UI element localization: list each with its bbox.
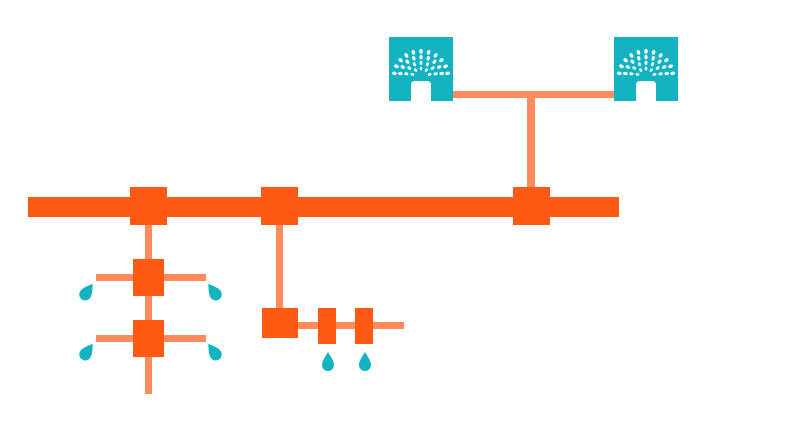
spray-dot: [410, 73, 415, 76]
spray-dot: [412, 56, 416, 61]
spray-dot: [652, 73, 657, 76]
water-drop-icon: [322, 352, 334, 371]
spray-dot: [398, 58, 403, 63]
water-drop-icon: [79, 343, 93, 361]
spray-dot: [404, 72, 409, 76]
spray-dot: [616, 71, 622, 76]
spray-dot: [668, 64, 673, 69]
spray-dot: [639, 68, 643, 72]
spray-dot: [651, 49, 656, 55]
middle-emitter-pipe: [290, 322, 404, 329]
water-drop-icon: [208, 343, 222, 361]
spray-dot: [632, 66, 637, 70]
middle-emitter-1: [318, 308, 336, 344]
spray-dot: [426, 49, 431, 55]
spray-dot: [658, 53, 663, 58]
spray-dot: [630, 59, 635, 64]
spray-dot: [439, 71, 444, 76]
left-branch-pipe: [145, 222, 152, 394]
spray-dot: [651, 56, 655, 61]
spray-dot: [637, 62, 642, 67]
spray-dot: [412, 62, 417, 67]
sprinkler-head-left: [389, 37, 453, 101]
spray-dot: [419, 54, 423, 60]
spray-dot: [623, 71, 628, 76]
spray-dot: [425, 62, 430, 67]
sprinkler-head-right: [614, 37, 678, 101]
spray-dot: [414, 68, 418, 72]
left-upper-cross: [133, 259, 164, 296]
spray-dot: [407, 66, 412, 70]
spray-dot: [644, 66, 648, 71]
spray-dot: [658, 72, 663, 76]
spray-dot: [419, 60, 423, 65]
spray-dot: [432, 59, 437, 64]
spray-dot: [433, 72, 438, 76]
spray-dot: [637, 56, 641, 61]
spray-dot: [650, 62, 655, 67]
main-tee-left: [130, 187, 167, 225]
spray-dot: [437, 65, 442, 69]
spray-dot: [404, 53, 409, 58]
spray-dot: [391, 71, 397, 76]
water-drop-icon: [79, 283, 93, 301]
spray-dot: [644, 54, 648, 60]
sprinkler-connection-pipe: [450, 91, 620, 98]
spray-dot: [430, 66, 435, 70]
spray-dot: [419, 66, 423, 71]
sprinkler-head-icon: [614, 37, 678, 101]
spray-dot: [625, 65, 630, 69]
spray-dot: [394, 64, 399, 69]
spray-dot: [662, 65, 667, 69]
main-pipe: [28, 197, 619, 217]
spray-dot: [649, 68, 653, 72]
sprinkler-head-icon: [389, 37, 453, 101]
middle-branch-pipe: [276, 222, 283, 314]
branch-pipes: [96, 91, 620, 394]
water-drop-icon: [359, 352, 371, 371]
spray-dot: [670, 71, 676, 76]
middle-emitter-2: [355, 308, 373, 344]
spray-dot: [426, 56, 430, 61]
spray-dot: [636, 49, 641, 55]
spray-dot: [619, 64, 624, 69]
connectors: [130, 187, 550, 357]
spray-dot: [655, 66, 660, 70]
spray-dot: [445, 71, 451, 76]
spray-dot: [398, 71, 403, 76]
main-tee-right: [513, 187, 550, 225]
spray-dot: [644, 48, 648, 54]
spray-dot: [405, 59, 410, 64]
spray-dot: [664, 71, 669, 76]
water-drops: [79, 283, 371, 371]
spray-dot: [439, 58, 444, 63]
spray-dot: [400, 65, 405, 69]
spray-dot: [427, 73, 432, 76]
spray-dot: [657, 59, 662, 64]
spray-dot: [629, 53, 634, 58]
spray-dot: [419, 48, 423, 54]
water-drop-icon: [208, 283, 222, 301]
spray-dot: [635, 73, 640, 76]
spray-dot: [664, 58, 669, 63]
spray-dot: [644, 60, 648, 65]
spray-dot: [629, 72, 634, 76]
left-lower-cross: [133, 320, 164, 357]
sprinkler-feeder-pipe: [527, 94, 535, 192]
spray-dot: [443, 64, 448, 69]
spray-dot: [424, 68, 428, 72]
spray-dot: [433, 53, 438, 58]
main-tee-middle: [261, 187, 298, 225]
spray-dot: [411, 49, 416, 55]
spray-dot: [623, 58, 628, 63]
middle-elbow: [262, 308, 298, 338]
